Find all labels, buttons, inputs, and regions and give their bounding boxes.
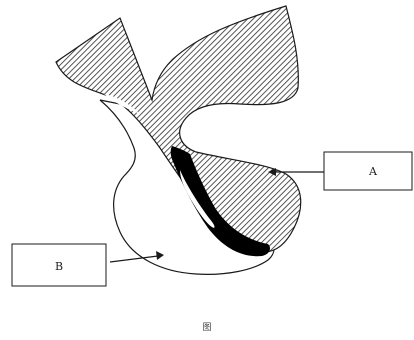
figure-caption: 图	[202, 322, 211, 333]
label-b-text: B	[55, 260, 63, 273]
label-box-a	[324, 152, 412, 190]
label-a-text: A	[368, 165, 378, 178]
